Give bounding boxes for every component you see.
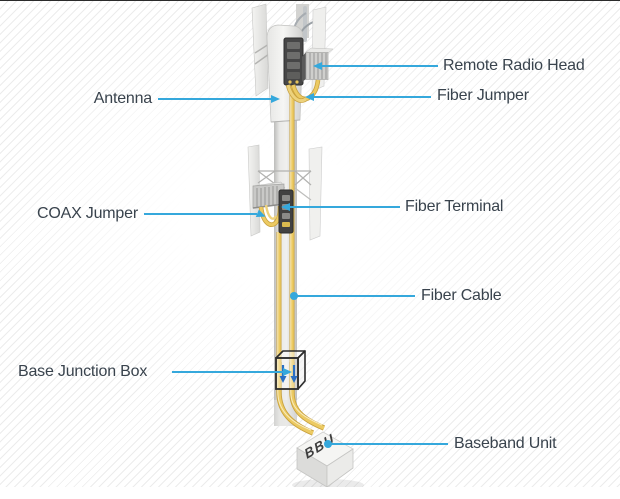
antenna-label: Antenna <box>93 90 152 107</box>
antenna-pointer <box>271 95 280 103</box>
fiber-terminal-pointer <box>281 203 290 211</box>
antenna-line <box>158 98 271 100</box>
remote-radio-head-line <box>321 65 438 67</box>
antenna-panel-mid-right <box>308 146 323 241</box>
coax-jumper-line <box>144 213 257 215</box>
base-junction-box-line <box>172 371 283 373</box>
base-junction-box-pointer <box>283 368 292 376</box>
baseband-unit-line <box>328 443 448 445</box>
tower-mounted-unit-top <box>283 37 304 86</box>
top-border-line <box>0 0 620 1</box>
bottom-white-strip <box>0 487 620 499</box>
coax-jumper-label: COAX Jumper <box>37 205 138 222</box>
antenna-mount-braces-top <box>254 43 270 65</box>
baseband-unit-label: Baseband Unit <box>454 435 557 452</box>
fiber-jumper-pointer <box>305 93 314 101</box>
mid-radio-unit <box>252 181 286 209</box>
fiber-cable-label: Fiber Cable <box>421 287 502 304</box>
antenna-mount-truss <box>257 170 312 201</box>
fiber-terminal-unit <box>278 189 294 234</box>
fiber-cable-line <box>294 295 415 297</box>
background-vignette <box>0 0 620 487</box>
base-junction-box-label: Base Junction Box <box>18 363 148 380</box>
remote-radio-head-label: Remote Radio Head <box>443 57 585 74</box>
fiber-jumper-line <box>313 96 431 98</box>
fiber-jumper-label: Fiber Jumper <box>437 87 529 104</box>
fiber-terminal-label: Fiber Terminal <box>405 198 504 215</box>
fiber-terminal-line <box>289 206 400 208</box>
remote-radio-head-pointer <box>313 62 322 70</box>
